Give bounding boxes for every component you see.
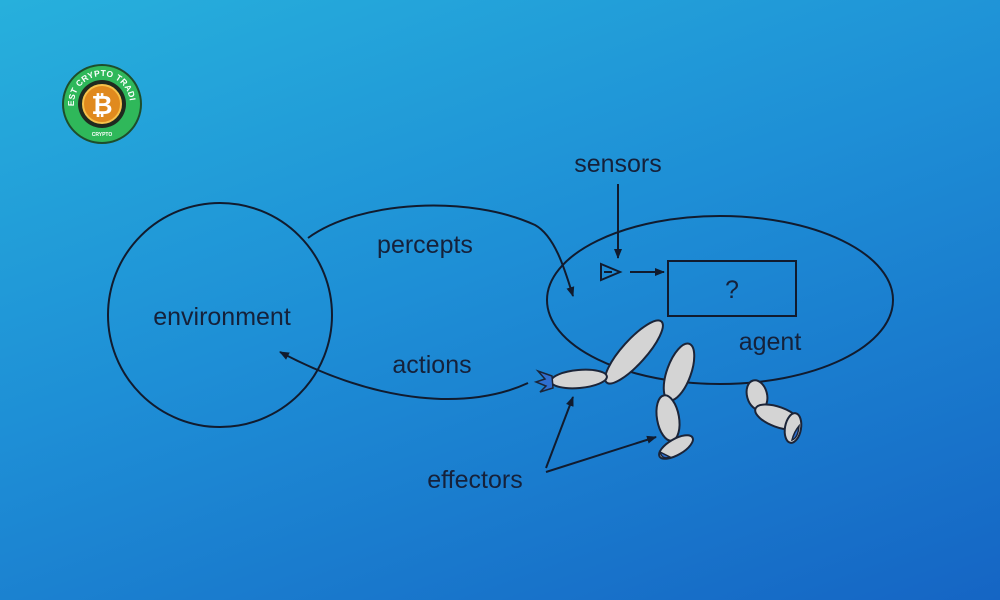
gripper-hand-icon: [533, 369, 554, 393]
percepts-arrow: [307, 204, 575, 297]
sensors-label: sensors: [574, 150, 662, 178]
effector-arrow-leg: [545, 435, 657, 473]
bitcoin-coin-icon: [82, 84, 122, 124]
arm-forearm-limb: [550, 368, 608, 390]
logo-bottom-text: CRYPTO: [92, 132, 113, 138]
sensor-eye-icon: [600, 262, 623, 282]
agent-label: agent: [739, 328, 802, 356]
crypto-tradingbot-logo: ₿ THE BEST CRYPTO TRADINGBOT CRYPTO: [0, 0, 142, 144]
effector-arrow-arm: [545, 396, 574, 469]
percepts-label: percepts: [377, 231, 473, 259]
environment-circle: [107, 202, 333, 428]
effectors-label: effectors: [427, 466, 522, 494]
actions-label: actions: [392, 351, 471, 379]
front-leg-shin-limb: [655, 394, 681, 442]
arm-upper-limb: [604, 319, 664, 385]
agent-ellipse: [546, 215, 894, 385]
front-leg-foot-limb: [658, 434, 694, 460]
environment-label: environment: [153, 303, 291, 331]
bitcoin-symbol: ₿: [91, 91, 112, 121]
agent-limbs: [533, 319, 803, 460]
actions-arrow: [279, 351, 529, 400]
processor-label: ?: [725, 276, 739, 304]
agent-processor-box: [667, 260, 797, 317]
